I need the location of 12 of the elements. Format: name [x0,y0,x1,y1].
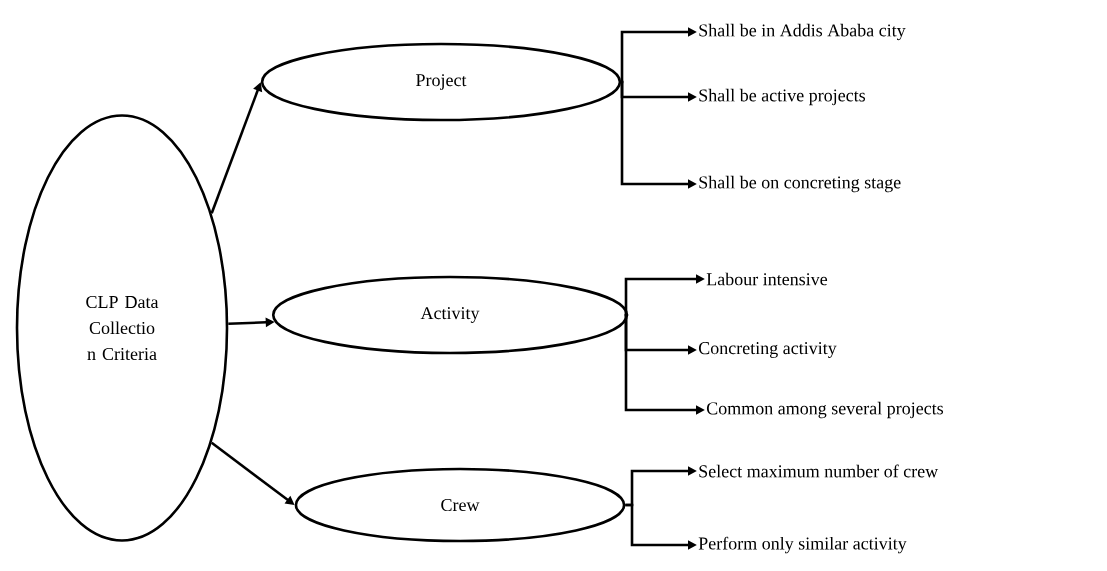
ellipse-node: CLP Data Collectio n Criteria [15,114,229,542]
criterion-text: Shall be active projects [699,88,866,106]
criterion-text: Shall be on concreting stage [699,175,901,193]
criterion-text: Labour intensive [706,272,828,286]
ellipse-node: Crew [294,467,626,543]
ellipse-node: Project [260,42,622,122]
criterion-text: Common among several projects [706,401,944,419]
criterion-text: Select maximum number of crew [699,464,939,478]
criterion-text: Concreting activity [698,342,837,358]
criterion-text: Perform only similar activity [698,536,907,554]
criterion-text: Shall be in Addis Ababa city [699,23,906,41]
ellipse-node: Activity [271,275,629,355]
